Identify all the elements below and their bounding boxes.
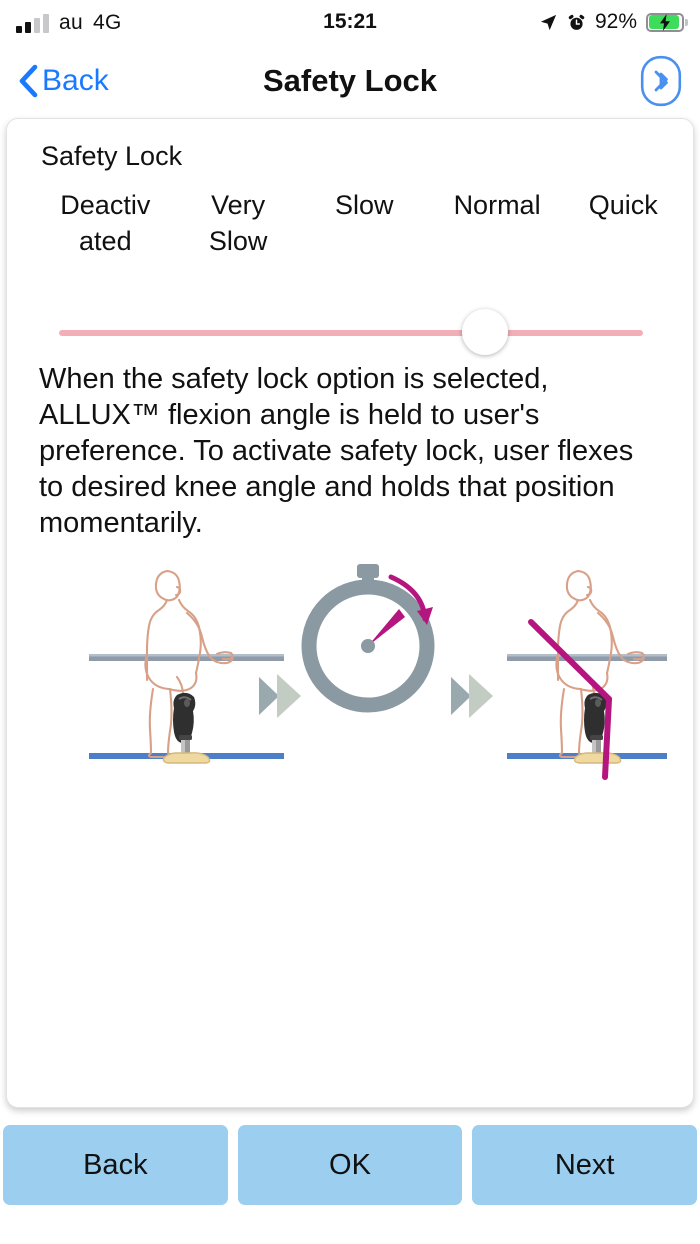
slider-track[interactable] bbox=[59, 330, 643, 336]
slider-tick-labels: Deactiv ated Very Slow Slow Normal Quick bbox=[19, 187, 683, 267]
knee-angle-indicator bbox=[528, 619, 612, 780]
battery-charging-icon bbox=[646, 12, 688, 32]
stopwatch-hold-timer bbox=[301, 564, 435, 713]
shoe-icon bbox=[573, 752, 622, 764]
slider-tick-slow: Slow bbox=[335, 190, 394, 220]
double-chevron-arrow bbox=[451, 674, 493, 718]
network-type-label: 4G bbox=[92, 10, 122, 34]
footer-button-bar: Back OK Next bbox=[0, 1125, 700, 1205]
slider-tick-quick: Quick bbox=[588, 190, 658, 220]
standing-with-prosthesis-figure bbox=[89, 569, 284, 764]
carrier-label: au bbox=[59, 10, 83, 34]
slider-tick-very-slow: Very Slow bbox=[208, 190, 268, 256]
slider-thumb[interactable] bbox=[462, 309, 509, 355]
status-bar: au 4G 15:21 92% bbox=[0, 0, 700, 44]
location-arrow-icon bbox=[540, 14, 557, 30]
bluetooth-icon bbox=[640, 55, 682, 107]
double-chevron-arrow bbox=[259, 674, 301, 718]
nav-back-button[interactable]: Back bbox=[18, 64, 109, 98]
slider-tick-deactivated: Deactiv ated bbox=[60, 190, 151, 256]
footer-back-button[interactable]: Back bbox=[3, 1125, 228, 1205]
section-title: Safety Lock bbox=[41, 141, 183, 171]
flexed-knee-angle-figure bbox=[507, 569, 667, 780]
chevron-left-icon bbox=[19, 64, 38, 98]
navigation-bar: Back Safety Lock bbox=[0, 44, 700, 118]
status-bar-right: 92% bbox=[539, 10, 688, 34]
safety-lock-diagram bbox=[27, 549, 675, 789]
shoe-icon bbox=[162, 752, 211, 764]
safety-lock-slider[interactable] bbox=[59, 309, 643, 355]
battery-percent-label: 92% bbox=[594, 10, 637, 33]
prosthesis-icon bbox=[173, 692, 196, 753]
bluetooth-button[interactable] bbox=[640, 55, 682, 107]
content-card: Safety Lock Deactiv ated Very Slow Slow … bbox=[6, 118, 694, 1108]
footer-ok-button[interactable]: OK bbox=[237, 1125, 463, 1205]
prosthesis-icon bbox=[584, 692, 607, 753]
signal-strength-icon bbox=[16, 13, 49, 33]
slider-tick-normal: Normal bbox=[453, 190, 541, 220]
description-text: When the safety lock option is selected,… bbox=[39, 363, 634, 539]
status-bar-clock: 15:21 bbox=[323, 10, 377, 33]
status-bar-left: au 4G bbox=[16, 12, 122, 33]
footer-next-button[interactable]: Next bbox=[472, 1125, 698, 1205]
nav-back-label: Back bbox=[42, 64, 109, 97]
alarm-clock-icon bbox=[568, 14, 585, 30]
